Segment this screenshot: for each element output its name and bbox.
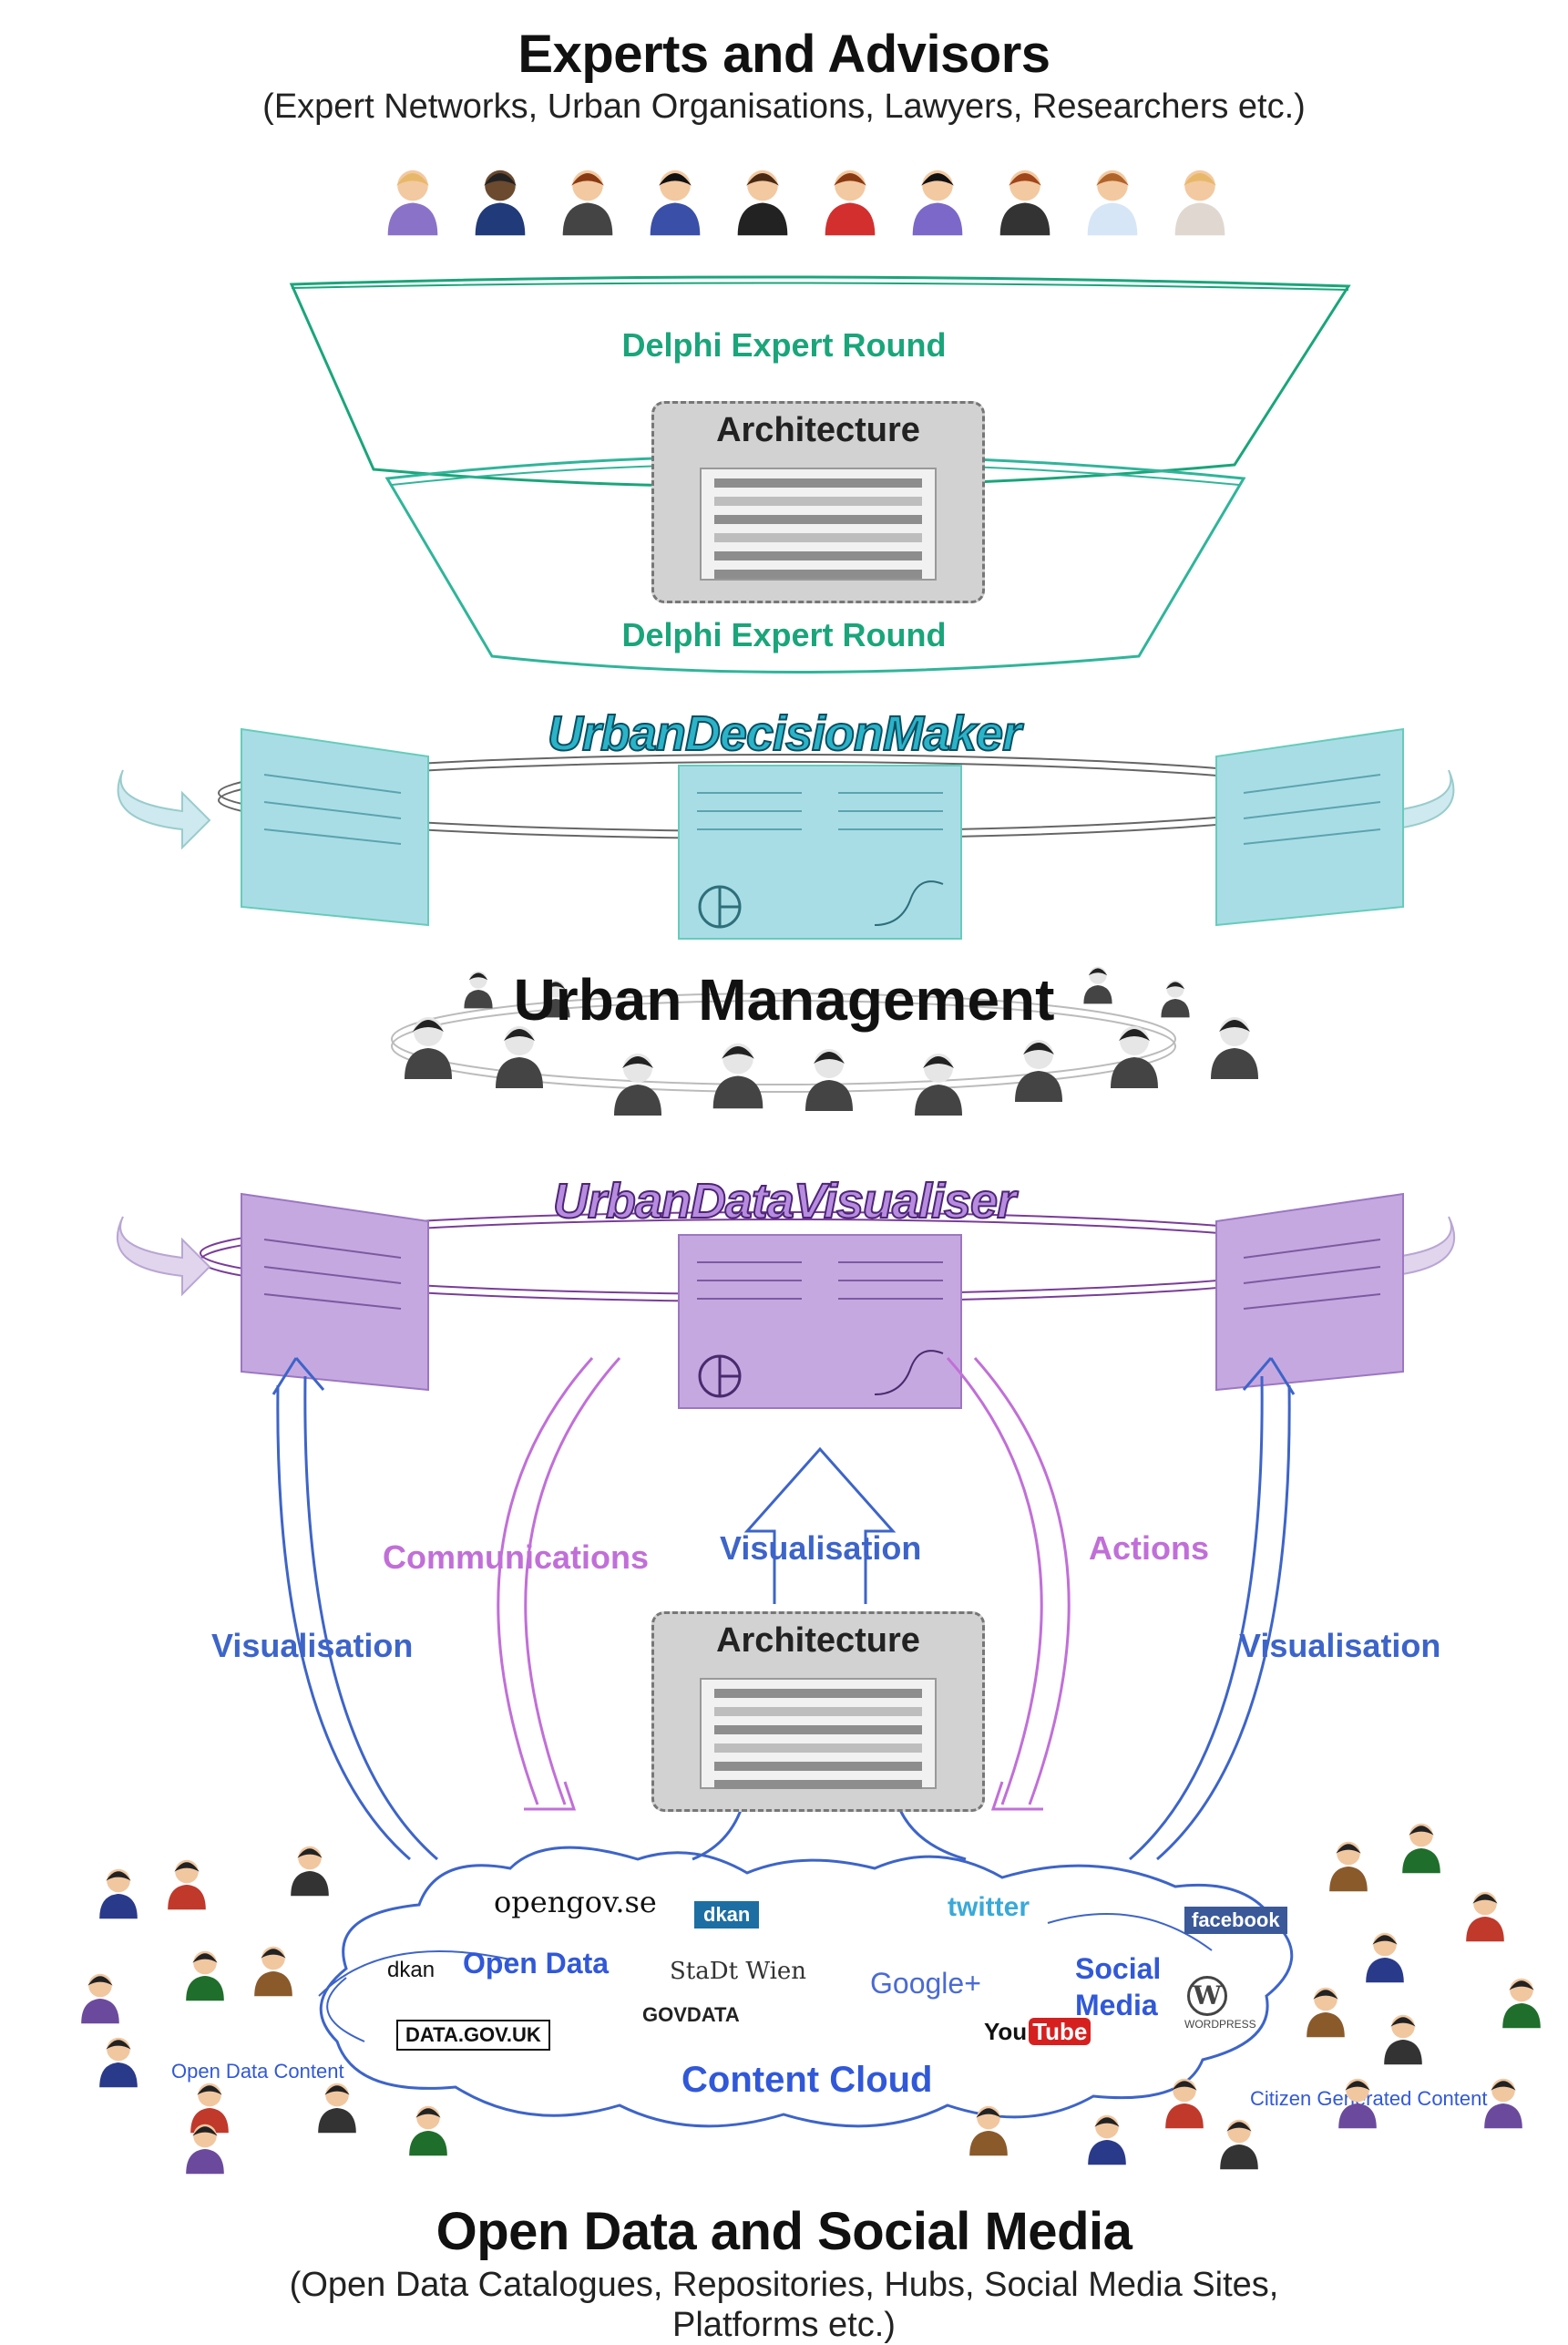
network-user-icon (186, 1950, 224, 2001)
network-user-icon (1366, 1932, 1404, 1983)
open-data-label: Open Data (463, 1947, 610, 1980)
google-plus-logo: Google+ (870, 1967, 981, 2000)
flow-label-actions: Actions (1089, 1529, 1210, 1567)
network-user-icon (1088, 2114, 1126, 2165)
urban-decision-maker-title: UrbanDecisionMaker (547, 705, 1022, 762)
urban-management-title: Urban Management (513, 967, 1055, 1033)
dkan-logo-2: dkan (387, 1958, 436, 1982)
architecture-title-top: Architecture (716, 411, 920, 449)
network-user-icon (254, 1946, 292, 1997)
wordpress-icon: W (1187, 1976, 1227, 2016)
visualiser-screen-center (678, 1234, 962, 1409)
delphi-round-top-label: Delphi Expert Round (621, 326, 947, 364)
management-people-ring (391, 966, 1258, 1116)
open-data-subtitle-line1: (Open Data Catalogues, Repositories, Hub… (289, 2266, 1279, 2304)
network-user-icon (318, 2083, 356, 2134)
expert-avatar (1087, 170, 1138, 236)
manager-avatar (1015, 1040, 1062, 1102)
expert-avatar (562, 170, 613, 236)
network-user-icon (1329, 1841, 1368, 1892)
urban-data-visualiser-title: UrbanDataVisualiser (552, 1173, 1017, 1229)
wordpress-logo: WORDPRESS (1184, 2018, 1256, 2031)
visualiser-rotate-left-arrow (116, 1216, 211, 1297)
rotate-left-arrow (117, 769, 211, 850)
content-cloud (318, 1846, 1294, 2128)
network-user-icon (1466, 1891, 1504, 1942)
datagovuk-logo: DATA.GOV.UK (396, 2020, 550, 2051)
network-user-icon (1502, 1978, 1541, 2029)
network-people (81, 1823, 1541, 2175)
flow-arrows (272, 1357, 1296, 1861)
stadt-wien-logo: StaDt Wien (670, 1958, 807, 1985)
cloud-outline-outer (319, 1846, 1294, 2128)
architecture-diagram-thumb-bottom (700, 1678, 937, 1789)
experts-subtitle: (Expert Networks, Urban Organisations, L… (262, 87, 1306, 126)
architecture-box-top: Architecture (651, 401, 985, 603)
manager-avatar (1161, 980, 1190, 1018)
manager-avatar (614, 1054, 661, 1116)
network-user-icon (1165, 2078, 1204, 2129)
architecture-diagram-thumb-top (700, 468, 937, 581)
network-user-icon (186, 2124, 224, 2175)
delphi-funnel-lower (384, 454, 1246, 674)
experts-title: Experts and Advisors (518, 25, 1050, 84)
manager-avatar (405, 1017, 452, 1079)
flow-label-visualisation-center: Visualisation (720, 1529, 922, 1567)
expert-avatar (737, 170, 788, 236)
dashboard-screen-center (678, 765, 962, 940)
content-cloud-label: Content Cloud (682, 2060, 933, 2100)
social-media-label: Social Media (1075, 1952, 1162, 2021)
open-data-content-label: Open Data Content (171, 2060, 344, 2083)
dkan-logo-1: dkan (694, 1901, 760, 1928)
manager-avatar (1083, 966, 1112, 1004)
youtube-you: You (984, 2018, 1028, 2045)
network-user-icon (409, 2105, 447, 2156)
manager-avatar (712, 1043, 764, 1109)
visualiser-ring (116, 1192, 1456, 1409)
network-user-icon (168, 1859, 206, 1910)
architecture-box-bottom: Architecture (651, 1611, 985, 1812)
network-user-icon (99, 2037, 138, 2088)
govdata-logo: GOVDATA (642, 2003, 740, 2026)
flow-label-visualisation-left: Visualisation (211, 1627, 414, 1664)
manager-avatar (496, 1026, 543, 1088)
expert-avatars-row (387, 170, 1225, 236)
manager-avatar (464, 971, 493, 1009)
network-user-icon (1384, 2014, 1422, 2065)
network-user-icon (99, 1868, 138, 1919)
network-user-icon (1338, 2078, 1377, 2129)
facebook-logo: facebook (1184, 1907, 1287, 1934)
flow-label-communications: Communications (383, 1538, 650, 1576)
network-user-icon (1220, 2119, 1258, 2170)
delphi-funnel-upper (289, 275, 1351, 489)
expert-avatar (475, 170, 526, 236)
flow-label-visualisation-right: Visualisation (1239, 1627, 1441, 1664)
manager-avatar (915, 1054, 962, 1116)
architecture-title-bottom: Architecture (716, 1621, 920, 1660)
network-user-icon (81, 1973, 119, 2024)
opengov-logo: opengov.se (494, 1885, 657, 1919)
manager-avatar (1211, 1017, 1258, 1079)
network-user-icon (969, 2105, 1008, 2156)
manager-avatar (541, 980, 570, 1018)
twitter-logo: twitter (948, 1892, 1030, 1922)
open-data-social-media-title: Open Data and Social Media (436, 2202, 1132, 2261)
manager-avatar (805, 1049, 853, 1111)
network-user-icon (1307, 1987, 1345, 2038)
expert-avatar (1174, 170, 1225, 236)
expert-avatar (825, 170, 876, 236)
youtube-tube: Tube (1029, 2018, 1091, 2045)
expert-avatar (999, 170, 1050, 236)
network-user-icon (1484, 2078, 1522, 2129)
expert-avatar (912, 170, 963, 236)
delphi-round-bottom-label: Delphi Expert Round (621, 616, 947, 653)
open-data-subtitle-line2: Platforms etc.) (672, 2306, 896, 2344)
network-user-icon (291, 1846, 329, 1897)
manager-avatar (1111, 1026, 1158, 1088)
network-user-icon (1402, 1823, 1440, 1874)
decision-maker-ring (117, 727, 1455, 940)
expert-avatar (387, 170, 438, 236)
expert-avatar (650, 170, 701, 236)
